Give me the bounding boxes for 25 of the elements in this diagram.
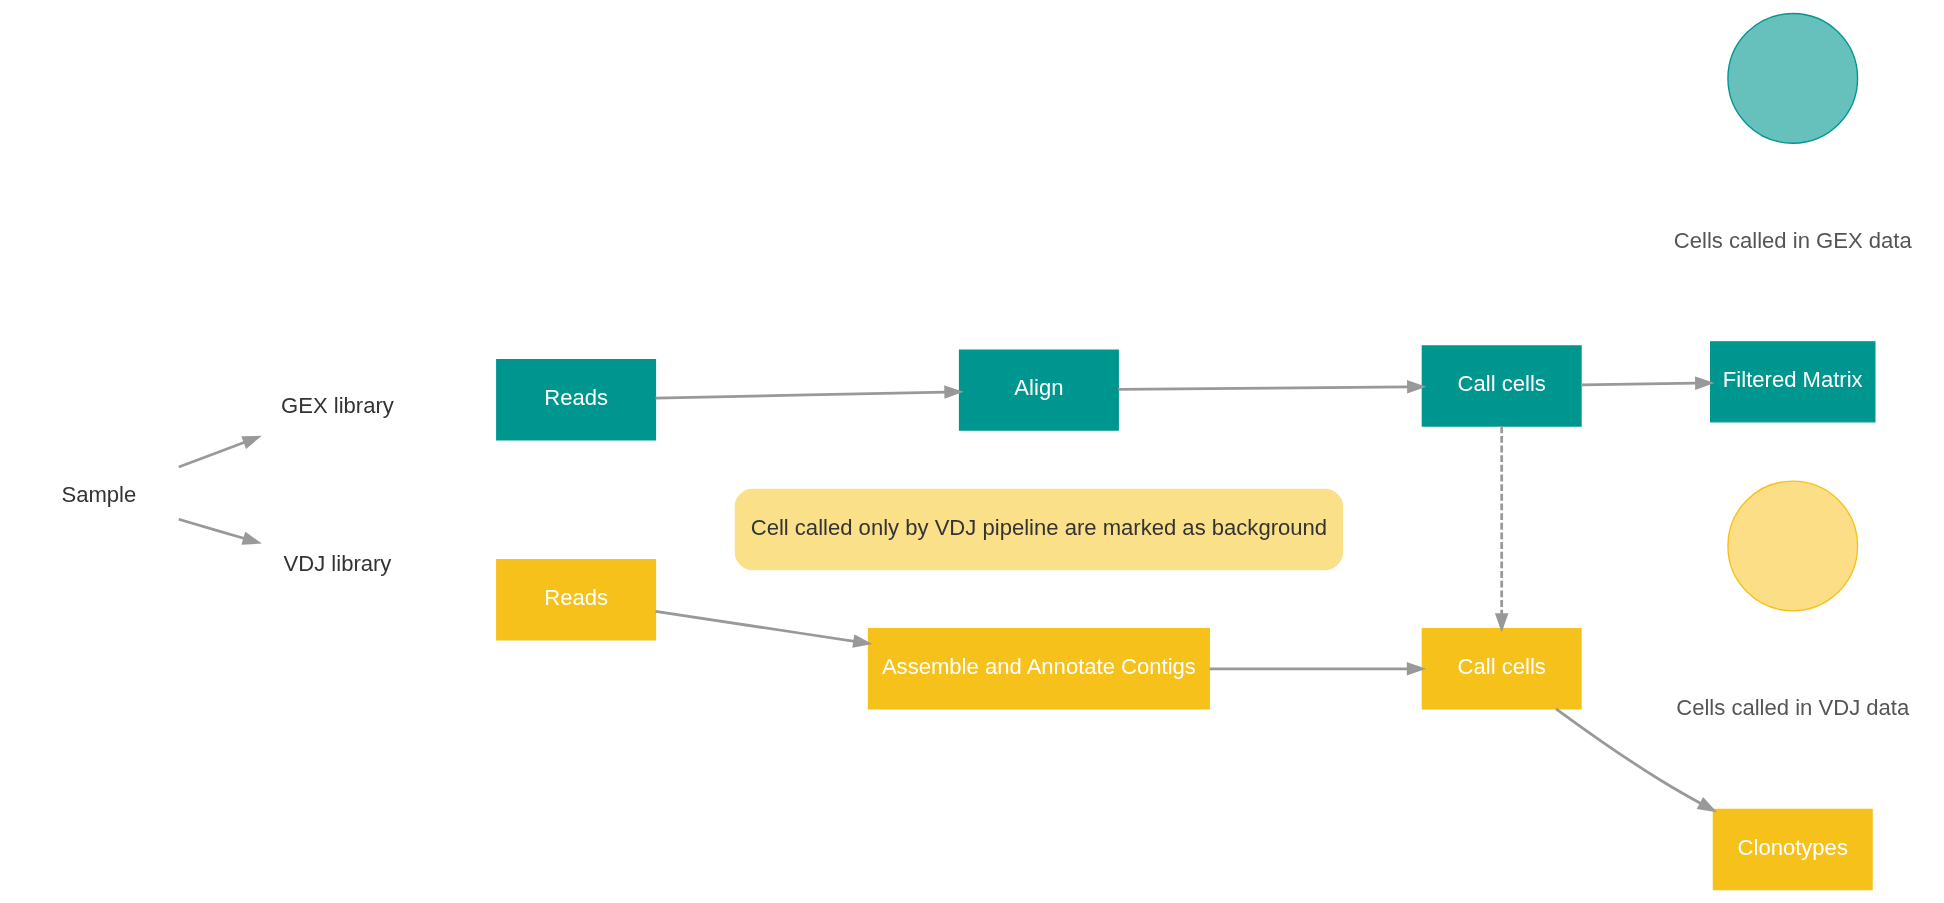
node-circle xyxy=(1727,480,1859,612)
arrow xyxy=(178,435,262,469)
node-text: GEX library xyxy=(281,393,394,419)
arrow xyxy=(1555,707,1717,813)
arrow xyxy=(178,517,262,545)
node-box: Clonotypes xyxy=(1712,808,1873,891)
node-label: Cells called in VDJ data xyxy=(1676,695,1910,721)
node-box: Reads xyxy=(496,559,657,641)
node-box: Assemble and Annotate Contigs xyxy=(867,628,1210,710)
node-box: Call cells xyxy=(1421,628,1582,710)
node-text: VDJ library xyxy=(283,550,392,576)
node-circle xyxy=(1727,12,1859,144)
node-box: Call cells xyxy=(1421,345,1582,427)
node-box: Cell called only by VDJ pipeline are marked as background xyxy=(734,488,1344,571)
arrow xyxy=(655,385,964,400)
arrow xyxy=(655,610,873,648)
arrow xyxy=(1209,662,1427,676)
node-text: Sample xyxy=(61,481,137,507)
arrow xyxy=(1581,376,1715,390)
node-box: Filtered Matrix xyxy=(1710,341,1876,423)
node-box: Reads xyxy=(496,359,657,441)
node-box: Align xyxy=(958,349,1119,431)
arrow xyxy=(1494,426,1509,633)
arrow xyxy=(1118,380,1427,394)
node-label: Cells called in GEX data xyxy=(1673,227,1912,253)
